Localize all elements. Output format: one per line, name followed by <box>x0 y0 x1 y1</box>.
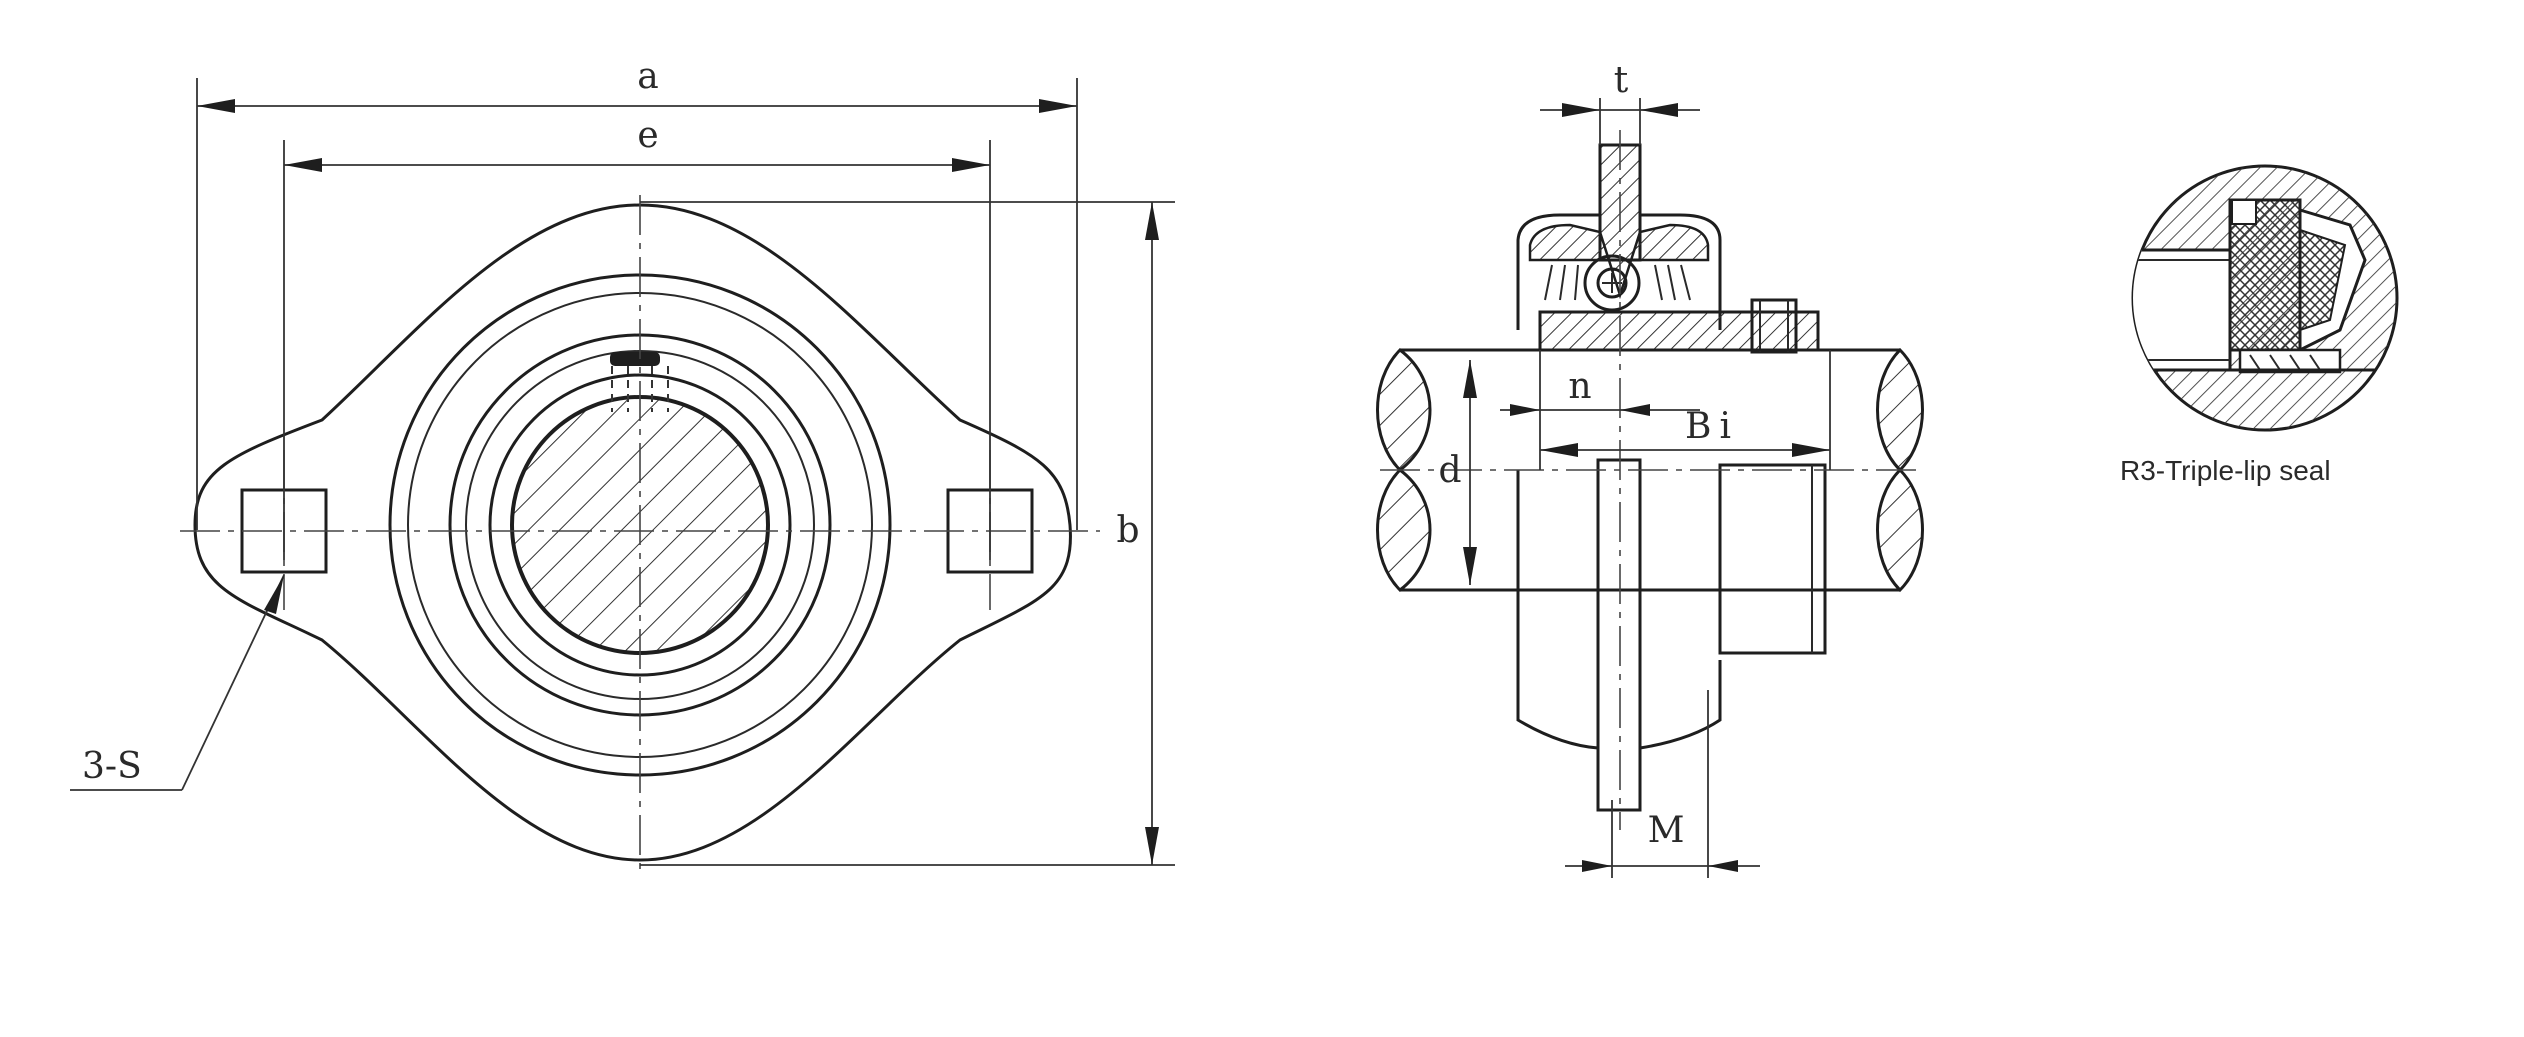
shaft-break-right <box>1876 347 1924 473</box>
set-screw <box>1750 298 1798 354</box>
seal-detail <box>2131 164 2399 432</box>
front-view: a e b 3-S <box>70 56 1175 870</box>
dim-label-bi: Bi <box>1685 406 1739 447</box>
shaft-break-left <box>1376 348 1432 472</box>
bearing-ball <box>1583 254 1641 312</box>
dim-label-t: t <box>1614 60 1629 101</box>
seal-caption: R3-Triple-lip seal <box>2120 455 2331 486</box>
dim-label-a: a <box>637 56 658 97</box>
inner-ring-section <box>1538 310 1820 352</box>
dim-label-b: b <box>1116 510 1139 551</box>
holes-label: 3-S <box>82 746 142 787</box>
inner-ring-extension <box>1718 463 1827 655</box>
dim-label-e: e <box>637 115 658 156</box>
flange-plate <box>1596 458 1642 812</box>
side-view: t n Bi d M <box>1376 60 1924 878</box>
set-screw-top <box>610 352 660 366</box>
dim-label-n: n <box>1568 366 1591 407</box>
housing-body <box>1516 470 1722 750</box>
inner-ring <box>488 373 792 677</box>
dim-label-m: M <box>1648 810 1685 851</box>
dim-label-d: d <box>1438 450 1461 491</box>
